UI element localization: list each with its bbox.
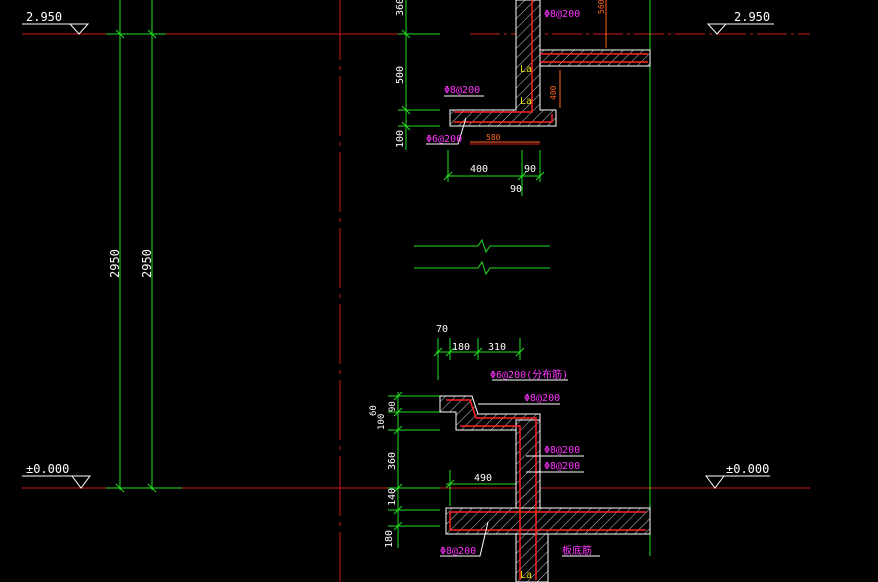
dimension-lines	[106, 0, 651, 582]
upper-rebar-top: Φ8@200	[544, 9, 580, 20]
lower-dim-140: 140	[387, 488, 398, 506]
upper-orange-560: 560	[597, 0, 606, 14]
lower-dim-100: 100	[377, 414, 387, 430]
upper-rebar-b: Φ6@200	[426, 134, 462, 145]
lower-dim-180b: 180	[384, 530, 395, 548]
lower-rebar-1: Φ8@200	[524, 393, 560, 404]
upper-orange-580: 580	[486, 133, 501, 142]
lower-wall-below	[515, 533, 549, 582]
elevation-label-top-left: 2.950	[26, 10, 62, 24]
upper-la-1: La	[520, 64, 532, 75]
elevation-marker-bottom-right: ±0.000	[705, 462, 770, 489]
upper-wall-section	[449, 0, 557, 127]
elevation-marker-top-left: 2.950	[22, 10, 90, 35]
lower-rebar-3: Φ8@200	[544, 461, 580, 472]
elevation-marker-top-right: 2.950	[706, 10, 774, 35]
elevation-label-bottom-left: ±0.000	[26, 462, 69, 476]
upper-dim-100: 100	[395, 130, 406, 148]
lower-dim-60: 60	[369, 405, 379, 416]
upper-width-90: 90	[524, 164, 536, 175]
elevation-label-bottom-right: ±0.000	[726, 462, 769, 476]
story-height-dim-b: 2950	[140, 249, 154, 278]
upper-rebar-a: Φ8@200	[444, 85, 480, 96]
upper-la-2: La	[520, 96, 532, 107]
upper-width-400: 400	[470, 164, 488, 175]
lower-dim-180: 180	[452, 342, 470, 353]
lower-dim-490: 490	[474, 473, 492, 484]
lower-rebar-dist: Φ6@200(分布筋)	[490, 368, 568, 381]
lower-rebar-2: Φ8@200	[544, 445, 580, 456]
upper-orange-400: 400	[549, 85, 558, 100]
elevation-marker-bottom-left: ±0.000	[22, 462, 91, 489]
orange-rebar-dims	[470, 0, 607, 143]
leader-lines	[426, 95, 600, 557]
axis-lines	[22, 0, 810, 582]
lower-dim-70: 70	[436, 324, 448, 335]
elevation-label-top-right: 2.950	[734, 10, 770, 24]
lower-la-1: La	[520, 570, 532, 581]
lower-dim-90: 90	[388, 401, 398, 412]
upper-dim-500: 500	[395, 66, 406, 84]
lower-rebar-4: Φ8@200	[440, 546, 476, 557]
upper-beam-section	[539, 49, 651, 67]
upper-width-90b: 90	[510, 184, 522, 195]
lower-dim-360: 360	[387, 452, 398, 470]
upper-dim-360: 360	[395, 0, 406, 16]
lower-dim-310: 310	[488, 342, 506, 353]
lower-rebar-slab: 板底筋	[562, 544, 592, 557]
story-height-dim-a: 2950	[108, 249, 122, 278]
